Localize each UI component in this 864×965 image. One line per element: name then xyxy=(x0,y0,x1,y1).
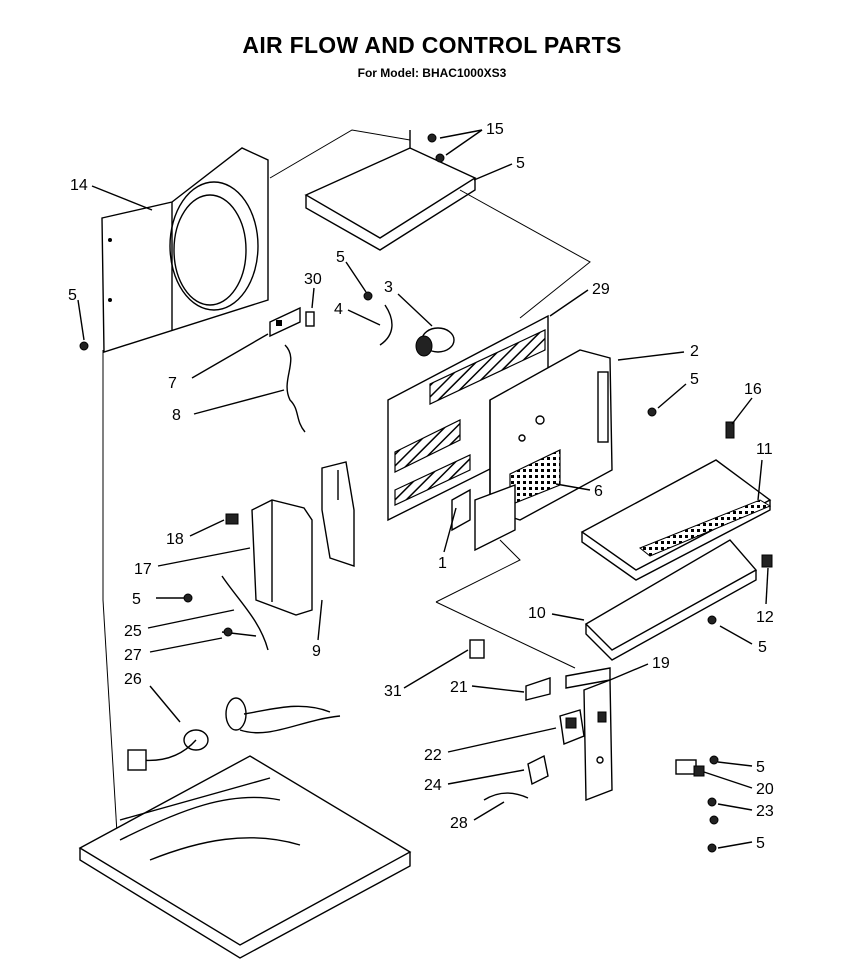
part-31-clip xyxy=(469,639,485,659)
part-17-side-bracket xyxy=(225,499,313,616)
part-26-power-cord xyxy=(127,697,341,771)
callout-28: 28 xyxy=(450,815,468,832)
callout-29: 29 xyxy=(592,281,610,298)
callout-22: 22 xyxy=(424,747,442,764)
base-pan xyxy=(78,755,412,959)
callout-31: 31 xyxy=(384,683,402,700)
callout-11: 11 xyxy=(756,441,773,458)
part-25-wire xyxy=(221,575,269,651)
callout-5: 5 xyxy=(68,287,77,304)
callout-5: 5 xyxy=(336,249,345,266)
screws xyxy=(79,133,719,853)
part-15-top-plate xyxy=(304,130,477,251)
callout-18: 18 xyxy=(166,531,184,548)
leader-lines xyxy=(77,129,769,849)
callout-14: 14 xyxy=(70,177,88,194)
callout-21: 21 xyxy=(450,679,468,696)
callout-20: 20 xyxy=(756,781,774,798)
callout-15: 15 xyxy=(486,121,504,138)
callout-16: 16 xyxy=(744,381,762,398)
part-21-relay xyxy=(525,677,551,701)
part-7-switch-mount xyxy=(269,306,301,338)
part-14-bulkhead xyxy=(101,147,269,353)
part-11-filter-cover xyxy=(580,459,772,581)
part-8-wire-harness xyxy=(284,344,306,433)
callout-6: 6 xyxy=(594,483,603,500)
callout-5: 5 xyxy=(690,371,699,388)
callout-5: 5 xyxy=(756,759,765,776)
part-12-clip xyxy=(761,554,773,568)
part-4-motor-bracket xyxy=(379,304,393,346)
callout-2: 2 xyxy=(690,343,699,360)
callout-27: 27 xyxy=(124,647,142,664)
part-20-knob xyxy=(675,759,705,777)
callout-12: 12 xyxy=(756,609,774,626)
model-line: For Model: BHAC1000XS3 xyxy=(357,66,507,80)
callout-19: 19 xyxy=(652,655,670,672)
callout-3: 3 xyxy=(384,279,393,296)
part-1-bracket xyxy=(451,483,516,552)
callout-labels: 14 5 15 5 30 5 3 29 4 2 7 5 16 8 11 6 18… xyxy=(68,121,774,852)
part-3-fan-motor xyxy=(415,327,455,357)
part-24-thermostat xyxy=(527,754,549,786)
callout-8: 8 xyxy=(172,407,181,424)
callout-4: 4 xyxy=(334,301,343,318)
callout-25: 25 xyxy=(124,623,142,640)
diagram-title: AIR FLOW AND CONTROL PARTS xyxy=(242,32,622,58)
callout-10: 10 xyxy=(528,605,546,622)
callout-5: 5 xyxy=(132,591,141,608)
callout-24: 24 xyxy=(424,777,442,794)
part-10-drain-pan xyxy=(584,539,758,661)
part-30-clip xyxy=(305,311,315,327)
callout-5: 5 xyxy=(758,639,767,656)
callout-26: 26 xyxy=(124,671,142,688)
callout-5: 5 xyxy=(756,835,765,852)
part-28-wire xyxy=(483,792,529,801)
callout-5: 5 xyxy=(516,155,525,172)
part-22-switch xyxy=(559,709,585,745)
cabinet-outline xyxy=(102,129,591,851)
callout-23: 23 xyxy=(756,803,774,820)
part-16-screw xyxy=(725,421,735,439)
callout-17: 17 xyxy=(134,561,152,578)
callout-7: 7 xyxy=(168,375,177,392)
part-19-control-panel xyxy=(565,667,613,802)
callout-30: 30 xyxy=(304,271,322,288)
callout-1: 1 xyxy=(438,555,447,572)
callout-9: 9 xyxy=(312,643,321,660)
part-9-divider xyxy=(321,461,355,567)
part-29-partition-panel xyxy=(387,314,549,522)
